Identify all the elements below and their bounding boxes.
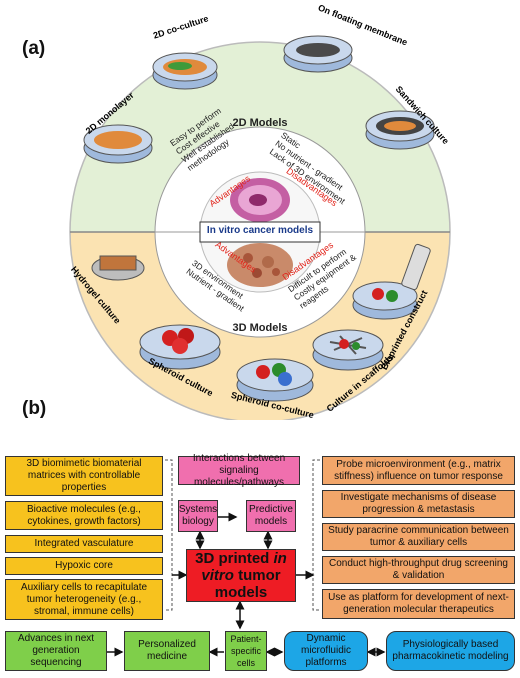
bottom-box-patient-cells: Patient-specific cells	[225, 631, 267, 671]
cell-2d-image	[230, 178, 290, 222]
dish-spheroid	[139, 324, 221, 370]
right-box-screening: Conduct high-throughput drug screening &…	[322, 556, 515, 584]
dish-2d-monolayer	[83, 124, 153, 164]
right-box-probe: Probe microenvironment (e.g., matrix sti…	[322, 456, 515, 485]
left-box-vasculature: Integrated vasculature	[5, 535, 163, 553]
bottom-box-microfluidic: Dynamic microfluidic platforms	[284, 631, 368, 671]
box-predictive-models: Predictive models	[246, 500, 296, 532]
top-box-interactions: Interactions between signaling molecules…	[178, 453, 300, 488]
panel-b-label: (b)	[22, 398, 47, 419]
right-box-mechanisms: Investigate mechanisms of disease progre…	[322, 490, 515, 518]
dish-floating-membrane	[283, 35, 353, 73]
left-box-biomaterial: 3D biomimetic biomaterial matrices with …	[5, 456, 163, 496]
tissue-3d-image	[227, 243, 293, 287]
dish-hydrogel	[91, 255, 145, 281]
models-2d-title: 2D Models	[232, 117, 288, 129]
right-box-platform: Use as platform for development of next-…	[322, 589, 515, 619]
right-box-paracrine: Study paracrine communication between tu…	[322, 523, 515, 551]
bottom-box-personalized: Personalized medicine	[124, 631, 210, 671]
dish-2d-coculture	[152, 52, 218, 90]
dish-sandwich	[365, 110, 435, 150]
panel-a-diagram	[69, 35, 451, 420]
bottom-box-sequencing: Advances in next generation sequencing	[5, 631, 107, 671]
dish-scaffolds	[312, 329, 384, 371]
center-title: In vitro cancer models	[206, 225, 314, 236]
panel-b-connectors	[107, 459, 386, 657]
panel-a-label: (a)	[22, 38, 46, 59]
center-box-line1: 3D printed in	[195, 550, 287, 567]
left-box-hypoxic: Hypoxic core	[5, 557, 163, 575]
center-box-line2: vitro tumor	[201, 567, 281, 584]
center-box-3d-printed: 3D printed in vitro tumor models	[186, 549, 296, 602]
models-3d-title: 3D Models	[232, 322, 288, 334]
box-systems-biology: Systems biology	[178, 500, 218, 532]
center-box-line3: models	[214, 584, 268, 601]
left-box-bioactive: Bioactive molecules (e.g., cytokines, gr…	[5, 501, 163, 530]
left-box-auxiliary: Auxiliary cells to recapitulate tumor he…	[5, 579, 163, 620]
bottom-box-pbpk: Physiologically based pharmacokinetic mo…	[386, 631, 515, 671]
dish-bioprinted	[352, 243, 431, 320]
dish-spheroid-coculture	[236, 358, 314, 402]
